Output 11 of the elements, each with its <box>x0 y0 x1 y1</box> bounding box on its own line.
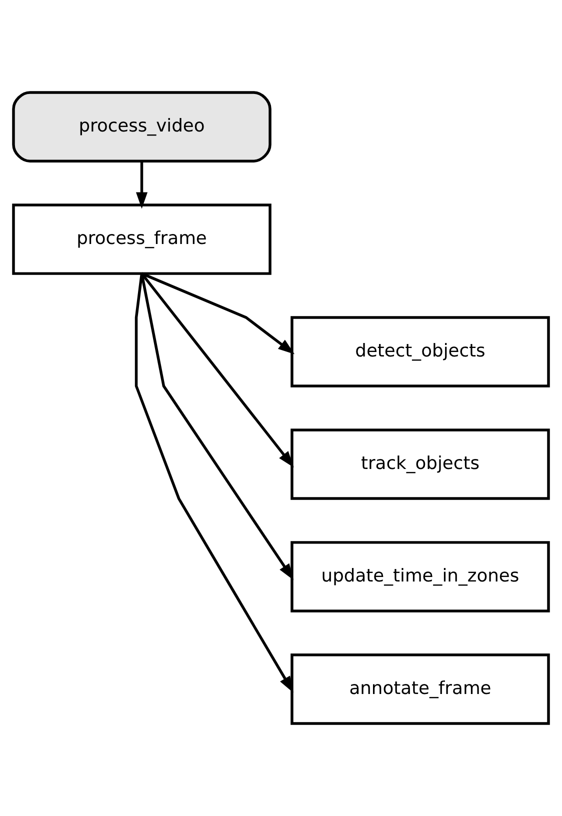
node-box: track_objects <box>290 428 550 500</box>
arrow <box>141 272 295 354</box>
arrow <box>140 273 294 580</box>
arrow <box>134 273 294 693</box>
node-box: process_frame <box>12 204 272 275</box>
node-box: detect_objects <box>290 316 550 388</box>
node-box: update_time_in_zones <box>290 541 550 612</box>
node-box: annotate_frame <box>290 654 550 725</box>
arrow <box>140 272 294 468</box>
arrow <box>136 161 148 209</box>
node-box: process_video <box>12 91 272 162</box>
